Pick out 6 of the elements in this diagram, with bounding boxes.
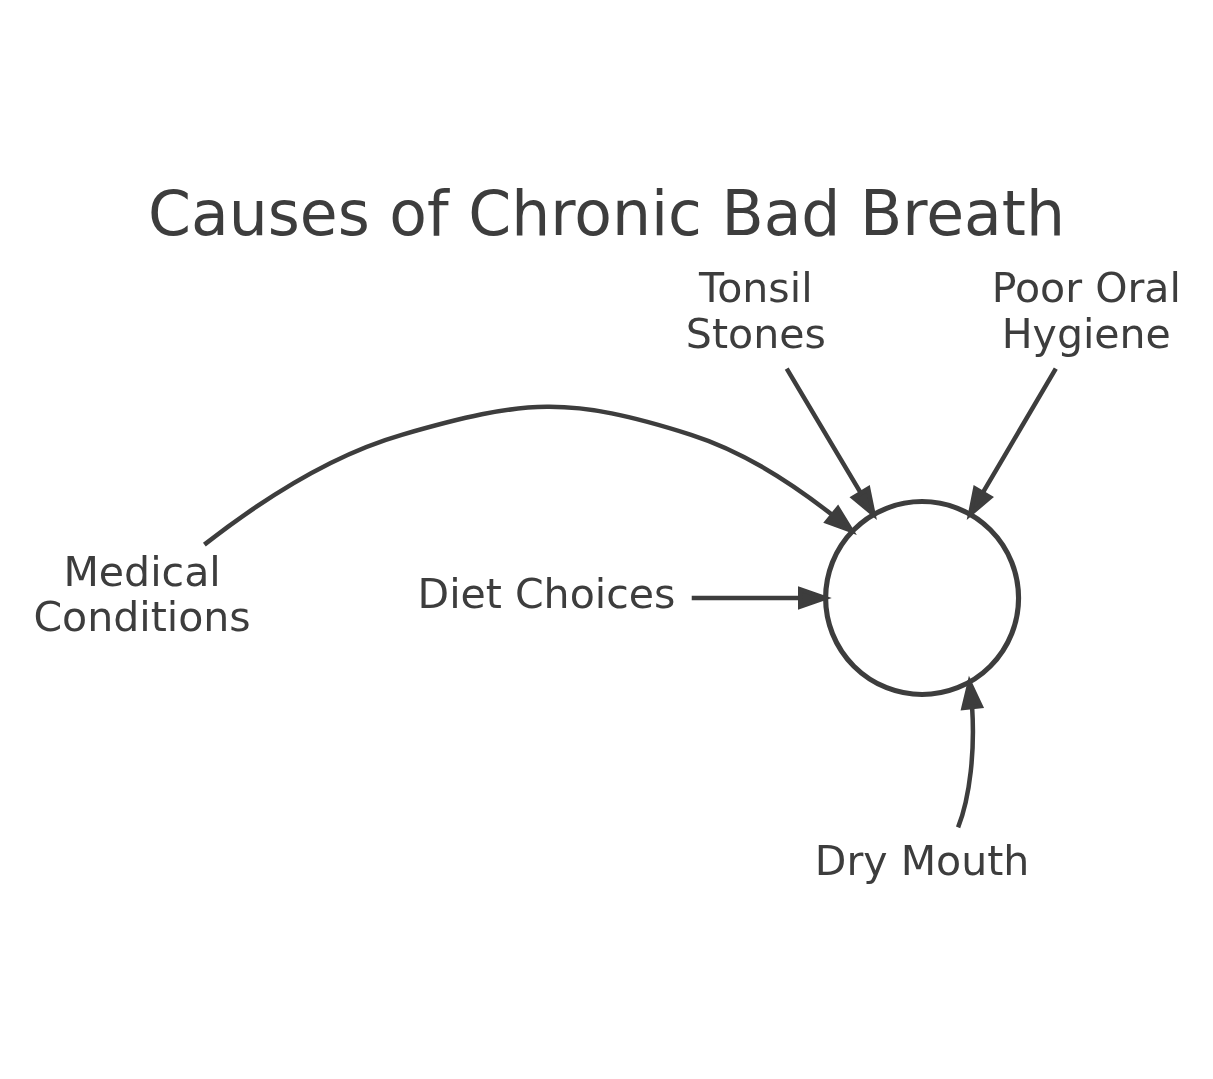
node-text: Medical Conditions: [33, 547, 251, 641]
node-text: Tonsil Stones: [685, 264, 826, 358]
node-text: Poor Oral Hygiene: [991, 264, 1181, 358]
diagram-title: Causes of Chronic Bad Breath: [148, 177, 1065, 250]
node-text: Dry Mouth: [814, 837, 1030, 886]
node-text: Diet Choices: [417, 570, 676, 619]
